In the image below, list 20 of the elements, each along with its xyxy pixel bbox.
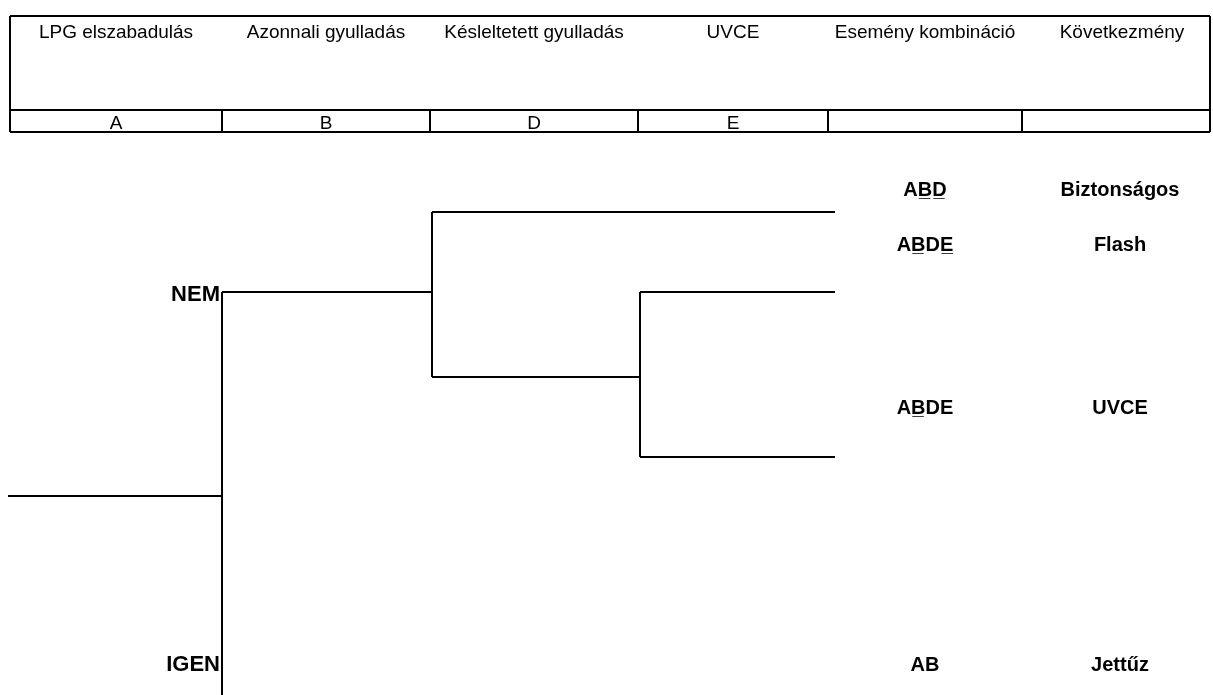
event-combination: AB xyxy=(910,653,940,675)
column-symbol: E xyxy=(726,112,740,133)
column-symbol: B xyxy=(319,112,333,133)
branch-label: NEM xyxy=(171,281,220,306)
consequence-label: Flash xyxy=(1093,233,1147,255)
column-heading: Azonnali gyulladás xyxy=(246,21,406,42)
event-combination: AB̲DE xyxy=(896,396,954,418)
column-heading: Esemény kombináció xyxy=(834,21,1016,42)
column-heading: UVCE xyxy=(706,21,760,42)
consequence-label: Jettűz xyxy=(1091,653,1149,675)
column-heading: Következmény xyxy=(1059,21,1185,42)
column-symbol: A xyxy=(109,112,123,133)
column-heading: Késleltetett gyulladás xyxy=(444,21,624,42)
column-heading: LPG elszabadulás xyxy=(38,21,194,42)
column-symbol: D xyxy=(527,112,541,133)
consequence-label: Biztonságos xyxy=(1060,178,1180,200)
event-combination: AB̲DE̲ xyxy=(896,233,954,255)
consequence-label: UVCE xyxy=(1092,396,1148,418)
branch-label: IGEN xyxy=(166,651,220,676)
event-combination: AB̲D̲ xyxy=(903,178,947,200)
